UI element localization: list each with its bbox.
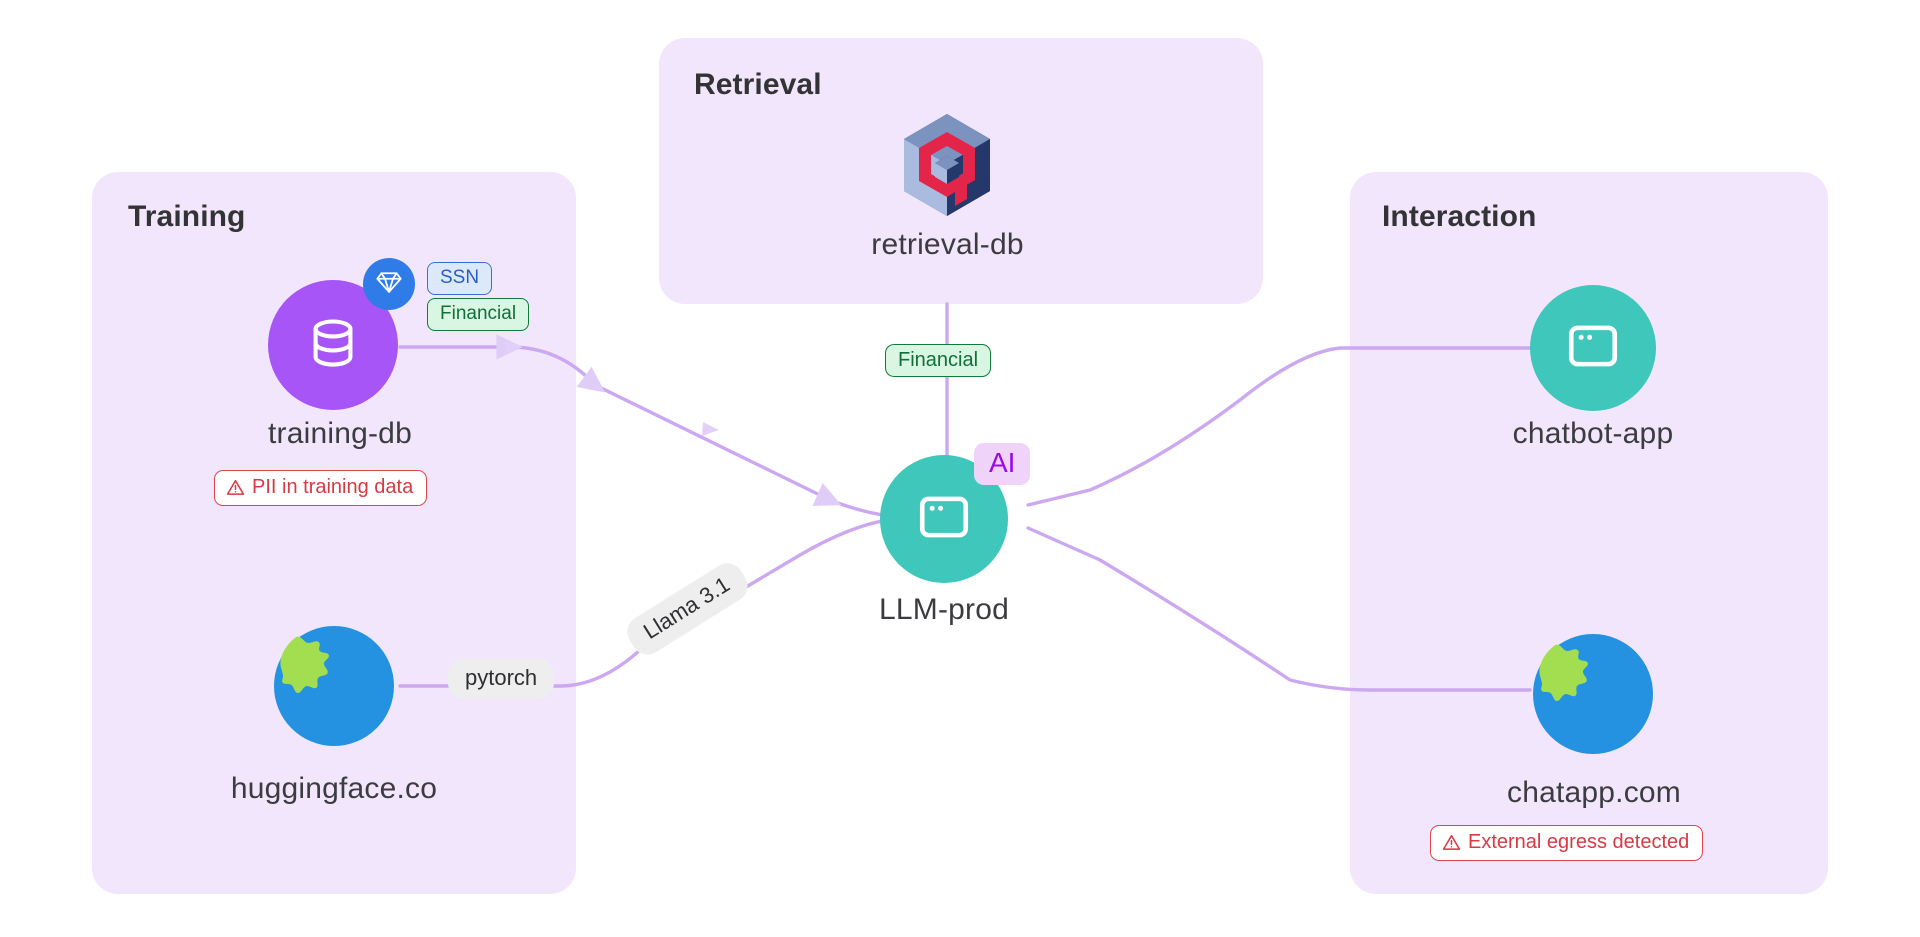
globe-icon-huggingface[interactable] xyxy=(268,620,400,752)
ai-badge[interactable]: AI xyxy=(974,443,1031,485)
node-label-huggingface: huggingface.co xyxy=(230,772,438,805)
chatbot-app-circle[interactable] xyxy=(1530,285,1656,411)
warning-icon xyxy=(226,478,245,497)
alert-label-egress: External egress detected xyxy=(1468,831,1690,853)
globe-icon-chatapp[interactable] xyxy=(1527,628,1659,760)
group-title-retrieval: Retrieval xyxy=(694,68,822,101)
alert-label-pii: PII in training data xyxy=(252,476,414,498)
edge-label-pytorch[interactable]: pytorch xyxy=(448,659,555,700)
window-icon xyxy=(915,488,973,551)
node-label-chatbot-app: chatbot-app xyxy=(1512,417,1674,450)
node-label-llm-prod: LLM-prod xyxy=(879,593,1009,626)
window-icon xyxy=(1564,317,1622,380)
group-title-training: Training xyxy=(128,200,246,233)
alert-external-egress-detected[interactable]: External egress detected xyxy=(1430,825,1704,861)
diamond-badge[interactable] xyxy=(363,258,415,310)
edge-label-llama[interactable]: Llama 3.1 xyxy=(621,557,754,661)
alert-pii-in-training-data[interactable]: PII in training data xyxy=(214,470,428,506)
node-label-training-db: training-db xyxy=(268,417,412,450)
node-label-chatapp: chatapp.com xyxy=(1507,776,1681,809)
edge-arrow-2 xyxy=(702,422,719,436)
diamond-icon xyxy=(375,268,403,301)
tag-ssn[interactable]: SSN xyxy=(427,262,493,295)
node-label-retrieval-db: retrieval-db xyxy=(871,228,1024,261)
qdrant-logo-icon[interactable] xyxy=(897,110,997,220)
tag-financial[interactable]: Financial xyxy=(427,298,530,331)
warning-icon xyxy=(1442,833,1461,852)
database-icon xyxy=(304,314,362,377)
group-title-interaction: Interaction xyxy=(1382,200,1537,233)
edge-label-financial[interactable]: Financial xyxy=(885,344,992,377)
